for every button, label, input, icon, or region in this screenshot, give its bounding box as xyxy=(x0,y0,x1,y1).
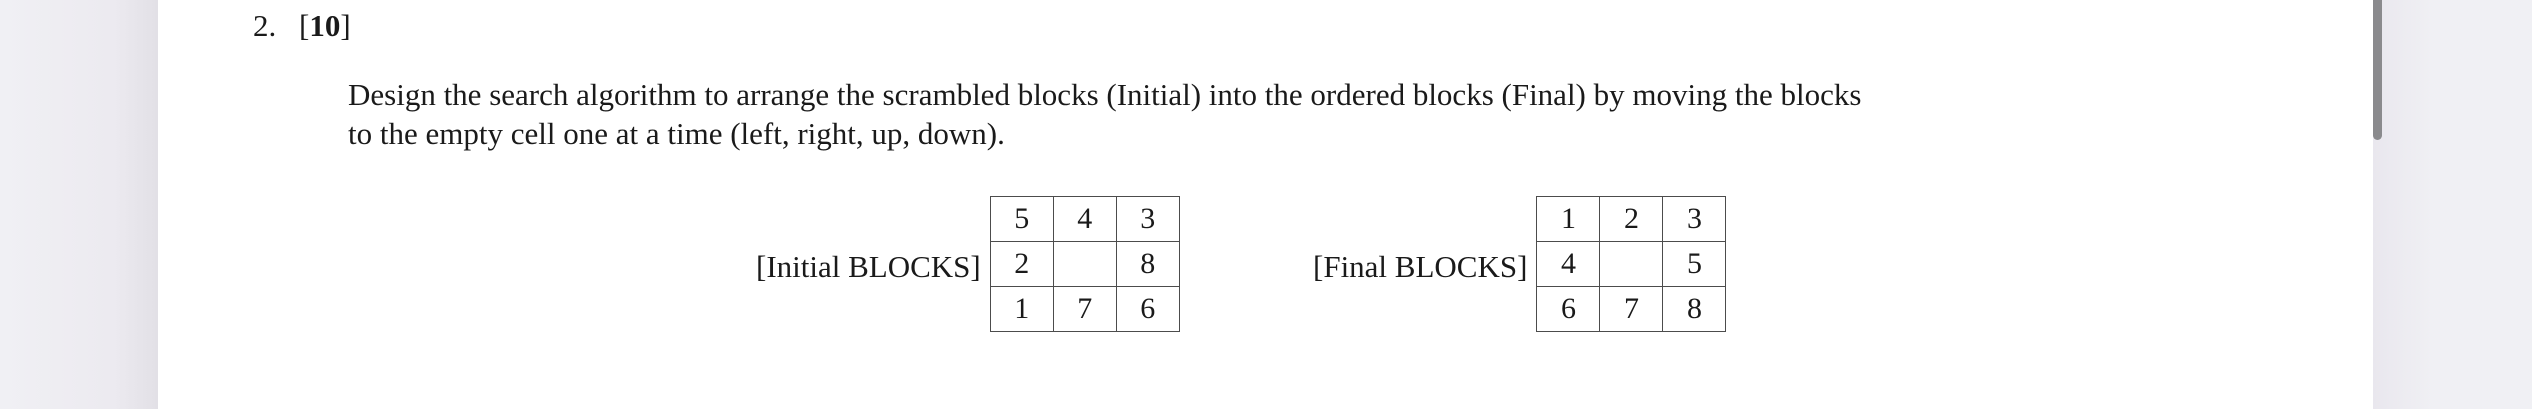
final-cell-1-0: 4 xyxy=(1536,241,1601,287)
initial-blocks-label: [Initial BLOCKS] xyxy=(756,248,981,284)
final-cell-1-1-empty xyxy=(1599,241,1664,287)
question-text-line-2: to the empty cell one at a time (left, r… xyxy=(348,116,1005,151)
document-page: 2. [10] Design the search algorithm to ar… xyxy=(158,0,2373,409)
table-row: 1 2 3 xyxy=(1536,196,1727,242)
marks-bracket-open: [ xyxy=(299,8,310,43)
backdrop-left xyxy=(0,0,158,409)
final-blocks-label: [Final BLOCKS] xyxy=(1313,248,1528,284)
final-blocks-group: [Final BLOCKS] 1 2 3 4 5 xyxy=(1313,196,1727,332)
table-row: 1 7 6 xyxy=(989,286,1180,332)
initial-cell-0-2: 3 xyxy=(1115,196,1180,242)
marks-value: 10 xyxy=(309,8,341,43)
initial-blocks-group: [Initial BLOCKS] 5 4 3 2 8 xyxy=(756,196,1180,332)
final-blocks-grid: 1 2 3 4 5 6 7 xyxy=(1536,196,1727,332)
table-row: 5 4 3 xyxy=(989,196,1180,242)
final-cell-2-0: 6 xyxy=(1536,286,1601,332)
scrollbar-thumb[interactable] xyxy=(2373,0,2382,140)
initial-cell-2-1: 7 xyxy=(1052,286,1117,332)
question-text: Design the search algorithm to arrange t… xyxy=(348,75,2308,153)
initial-cell-0-0: 5 xyxy=(989,196,1054,242)
initial-blocks-grid: 5 4 3 2 8 1 7 xyxy=(989,196,1180,332)
final-cell-0-1: 2 xyxy=(1599,196,1664,242)
blocks-diagram-row: [Initial BLOCKS] 5 4 3 2 8 xyxy=(158,196,2373,336)
final-cell-0-0: 1 xyxy=(1536,196,1601,242)
question-marks: [10] xyxy=(299,10,351,41)
initial-cell-1-0: 2 xyxy=(989,241,1054,287)
question-number: 2. xyxy=(253,8,277,43)
table-row: 4 5 xyxy=(1536,241,1727,287)
final-cell-2-2: 8 xyxy=(1662,286,1727,332)
final-cell-2-1: 7 xyxy=(1599,286,1664,332)
initial-cell-2-0: 1 xyxy=(989,286,1054,332)
question-heading: 2. [10] xyxy=(253,10,351,41)
initial-cell-2-2: 6 xyxy=(1115,286,1180,332)
table-row: 6 7 8 xyxy=(1536,286,1727,332)
final-cell-0-2: 3 xyxy=(1662,196,1727,242)
final-cell-1-2: 5 xyxy=(1662,241,1727,287)
table-row: 2 8 xyxy=(989,241,1180,287)
question-text-line-1: Design the search algorithm to arrange t… xyxy=(348,77,1862,112)
backdrop-right xyxy=(2373,0,2532,409)
initial-cell-0-1: 4 xyxy=(1052,196,1117,242)
marks-bracket-close: ] xyxy=(340,8,351,43)
initial-cell-1-2: 8 xyxy=(1115,241,1180,287)
initial-cell-1-1-empty xyxy=(1052,241,1117,287)
